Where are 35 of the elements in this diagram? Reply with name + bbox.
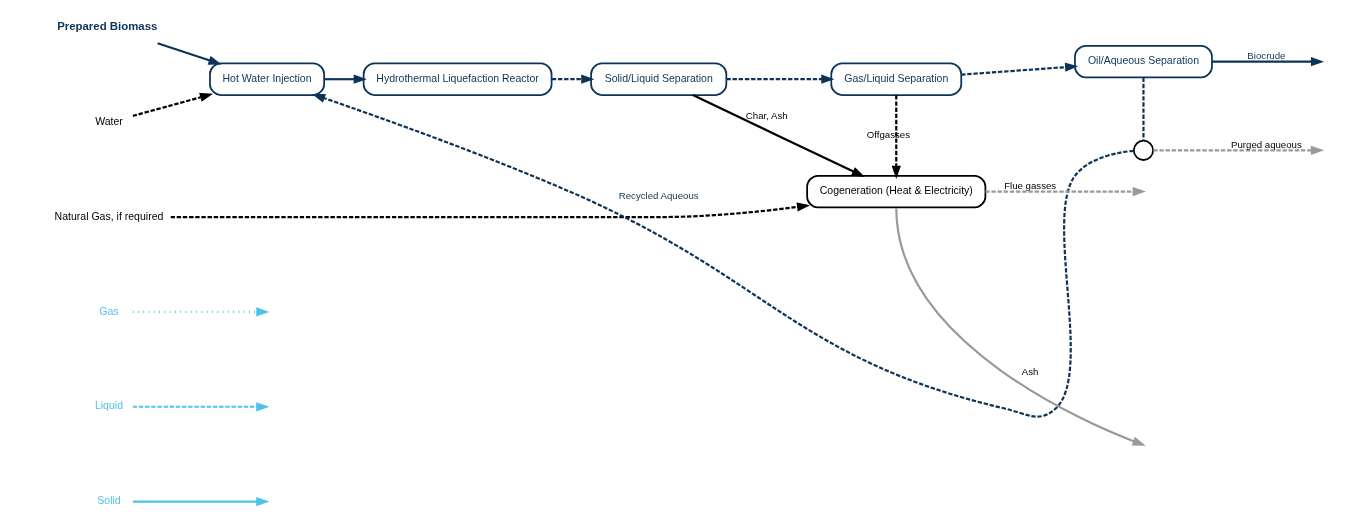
- legend-label: Gas: [98, 304, 119, 317]
- node-box: Hot Water Injection: [208, 62, 325, 96]
- edge-label: Flue gasses: [1003, 179, 1056, 191]
- legend-label: Solid: [96, 494, 121, 507]
- node-box: Hydrothermal Liquefaction Reactor: [362, 62, 552, 96]
- connector: [1141, 77, 1145, 141]
- arrow: [726, 74, 834, 84]
- arrow: [311, 93, 1134, 418]
- arrow: [132, 92, 213, 117]
- arrow: [551, 74, 594, 84]
- edge-label: Biocrude: [1246, 49, 1285, 61]
- arrow: [156, 42, 222, 65]
- arrow: [984, 187, 1146, 197]
- arrow: [170, 202, 810, 219]
- legend-label: Liquid: [94, 399, 123, 412]
- arrow: [691, 94, 865, 178]
- edge-label: Purged aqueous: [1230, 138, 1302, 150]
- node-box: Gas/Liquid Separation: [829, 62, 962, 96]
- node-circle: [1132, 139, 1154, 161]
- edge-label: Char, Ash: [745, 110, 788, 122]
- arrow: [894, 208, 1146, 446]
- node-text: Prepared Biomass: [56, 19, 157, 32]
- node-text: Natural Gas, if required: [54, 209, 163, 222]
- node-box: Cogeneration (Heat & Electricity): [805, 174, 986, 209]
- arrow: [891, 95, 901, 180]
- node-box: Oil/Aqueous Separation: [1073, 44, 1213, 79]
- edge-label: Ash: [1021, 365, 1038, 377]
- edge-label: Recycled Aqueous: [618, 190, 699, 202]
- node-text: Water: [94, 114, 123, 127]
- arrow: [1152, 145, 1324, 155]
- arrow: [323, 74, 367, 84]
- arrow: [960, 62, 1078, 76]
- edge-label: Offgasses: [866, 128, 910, 140]
- node-box: Solid/Liquid Separation: [589, 62, 727, 96]
- arrow: [1211, 57, 1324, 67]
